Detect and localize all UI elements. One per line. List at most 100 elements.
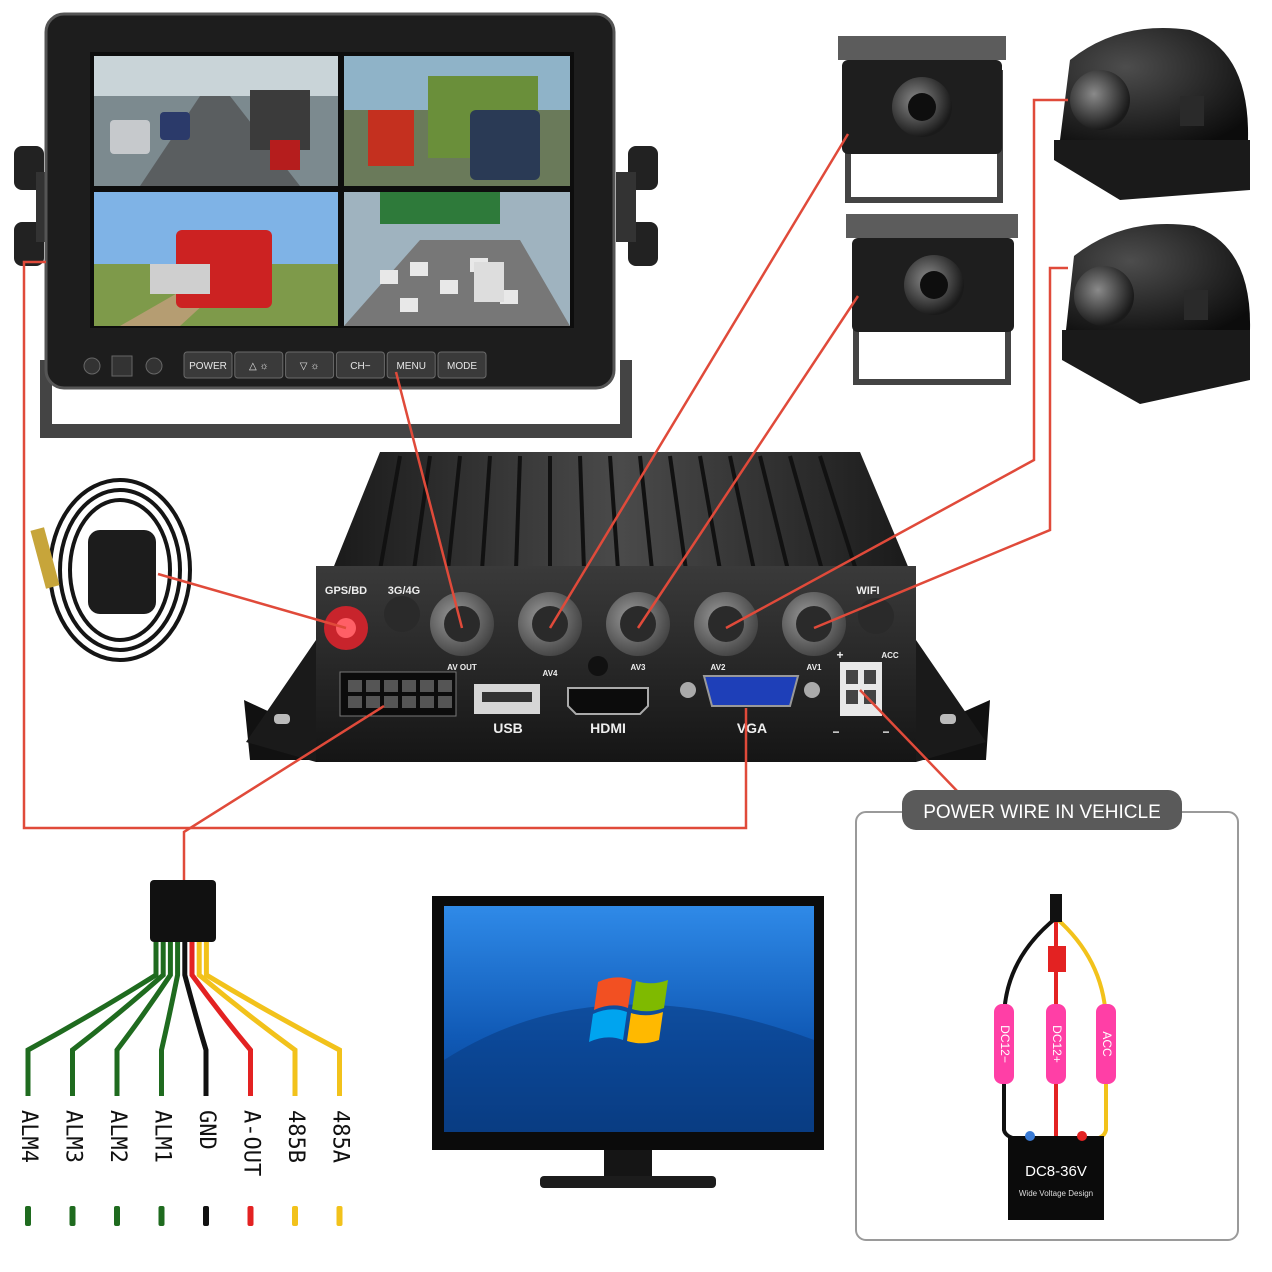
wire-tip-alm2: [114, 1206, 120, 1226]
harness-wires: [25, 942, 343, 1226]
minus-label-left: −: [832, 725, 839, 739]
av1-port[interactable]: [782, 592, 846, 656]
av-out-label: AV OUT: [447, 663, 477, 672]
box-camera-2: [846, 214, 1018, 385]
power-wire-panel: POWER WIRE IN VEHICLE DC12− DC12+ ACC DC…: [855, 790, 1239, 1241]
harness-wire-gnd: [182, 942, 209, 1096]
monitor-button-label: CH−: [350, 361, 370, 372]
3g-4g-port-label: 3G/4G: [388, 585, 420, 597]
minus-label-right: −: [882, 725, 889, 739]
3g-4g-antenna-port[interactable]: [384, 596, 420, 632]
harness-wire-485b: [196, 942, 298, 1096]
harness-label-alm1: ALM1: [150, 1110, 175, 1163]
monitor-button-4[interactable]: [386, 351, 436, 379]
hdmi-label: HDMI: [590, 720, 626, 736]
mount-knob-right[interactable]: [616, 146, 658, 266]
harness-label-alm3: ALM3: [61, 1110, 86, 1163]
harness-wire-485a: [203, 942, 342, 1096]
gps-antenna: [30, 478, 192, 662]
module-subtitle: Wide Voltage Design: [1019, 1189, 1093, 1198]
line-alarm-to-harness: [182, 704, 385, 880]
line-camera1-to-av4: [548, 133, 850, 629]
monitor-button-label: △ ☼: [249, 361, 269, 372]
box-camera-1: [838, 36, 1006, 203]
harness-label-alm2: ALM2: [105, 1110, 130, 1163]
line-monitor-to-av-out: [394, 371, 464, 629]
power-title: POWER WIRE IN VEHICLE: [923, 802, 1161, 823]
monitor-button-label: ▽ ☼: [300, 361, 320, 372]
av1-label: AV1: [807, 663, 823, 672]
harness-label-485b: 485B: [283, 1110, 308, 1163]
screen-quad-1: [94, 56, 338, 186]
wire-label-acc: ACC: [1100, 1031, 1114, 1057]
harness-wire-alm2: [114, 942, 173, 1096]
wifi-port-label: WIFI: [856, 585, 879, 597]
line-monitor-to-vga-loop: [22, 260, 748, 830]
alarm-harness: ALM4 ALM3 ALM2 ALM1 GND A-OUT 485B 485A: [16, 880, 353, 1226]
monitor-neck: [604, 1150, 652, 1178]
wire-tip-485b: [292, 1206, 298, 1226]
reset-hole-icon: [588, 656, 608, 676]
alarm-connector-port[interactable]: [339, 671, 457, 717]
led-icon: [145, 357, 163, 375]
indicator-square: [111, 355, 133, 377]
monitor-button-3[interactable]: [335, 351, 385, 379]
wire-tip-485a: [336, 1206, 343, 1226]
screen-quad-3: [94, 192, 338, 326]
dome-camera-2: [1062, 224, 1251, 404]
hdmi-port[interactable]: [567, 687, 649, 715]
monitor-button-label: MENU: [396, 361, 425, 372]
monitor-bracket: [40, 360, 632, 438]
inline-fuse-icon: [1048, 946, 1066, 972]
power-title-pill: [902, 790, 1182, 830]
av3-label: AV3: [631, 663, 647, 672]
harness-label-a-out: A-OUT: [239, 1110, 264, 1176]
module-title: DC8-36V: [1025, 1163, 1087, 1180]
monitor-button-0[interactable]: [183, 351, 233, 379]
av2-port[interactable]: [694, 592, 758, 656]
dome-camera-1: [1054, 28, 1250, 200]
gps-port-label: GPS/BD: [325, 585, 367, 597]
harness-connector: [150, 880, 216, 942]
av4-label: AV4: [543, 669, 559, 678]
wire-label-dc12-minus: DC12−: [998, 1025, 1012, 1063]
vga-label: VGA: [737, 720, 767, 736]
usb-port[interactable]: [474, 684, 540, 714]
wire-tip-alm3: [69, 1206, 76, 1226]
line-dome1-to-av1: [725, 98, 1068, 630]
wire-tip-a-out: [247, 1206, 254, 1226]
mdvr-box: [244, 452, 990, 762]
harness-labels: ALM4 ALM3 ALM2 ALM1 GND A-OUT 485B 485A: [16, 1110, 353, 1176]
harness-wire-alm4: [25, 942, 159, 1096]
av4-port[interactable]: [518, 592, 582, 656]
dc-converter-module: [1008, 1136, 1104, 1220]
harness-label-gnd: GND: [194, 1110, 219, 1150]
av2-label: AV2: [711, 663, 727, 672]
monitor-button-1[interactable]: [234, 351, 284, 379]
harness-wire-a-out: [189, 942, 253, 1096]
wire-tip-alm1: [158, 1206, 165, 1226]
pc-monitor: [432, 896, 824, 1188]
harness-label-485a: 485A: [328, 1110, 353, 1163]
fuse-label-dc12-plus: [1046, 1004, 1066, 1084]
monitor-button-2[interactable]: [285, 351, 335, 379]
monitor-button-5[interactable]: [437, 351, 487, 379]
plus-label: +: [836, 648, 843, 662]
wire-tip-gnd: [203, 1206, 209, 1226]
fuse-label-dc12-minus: [994, 1004, 1014, 1084]
fuse-label-acc: [1096, 1004, 1116, 1084]
ir-sensor-icon: [83, 357, 101, 375]
av3-port[interactable]: [606, 592, 670, 656]
monitor-button-label: MODE: [447, 361, 477, 372]
screen-quad-2: [344, 56, 570, 186]
line-camera2-to-av3: [636, 295, 860, 629]
screen-quad-4: [344, 192, 570, 326]
monitor-stand: [540, 1176, 716, 1188]
wire-tip-alm4: [25, 1206, 31, 1226]
vga-port[interactable]: [680, 675, 820, 707]
harness-label-alm4: ALM4: [16, 1110, 41, 1163]
harness-wire-alm1: [159, 942, 181, 1096]
harness-wire-alm3: [70, 942, 166, 1096]
